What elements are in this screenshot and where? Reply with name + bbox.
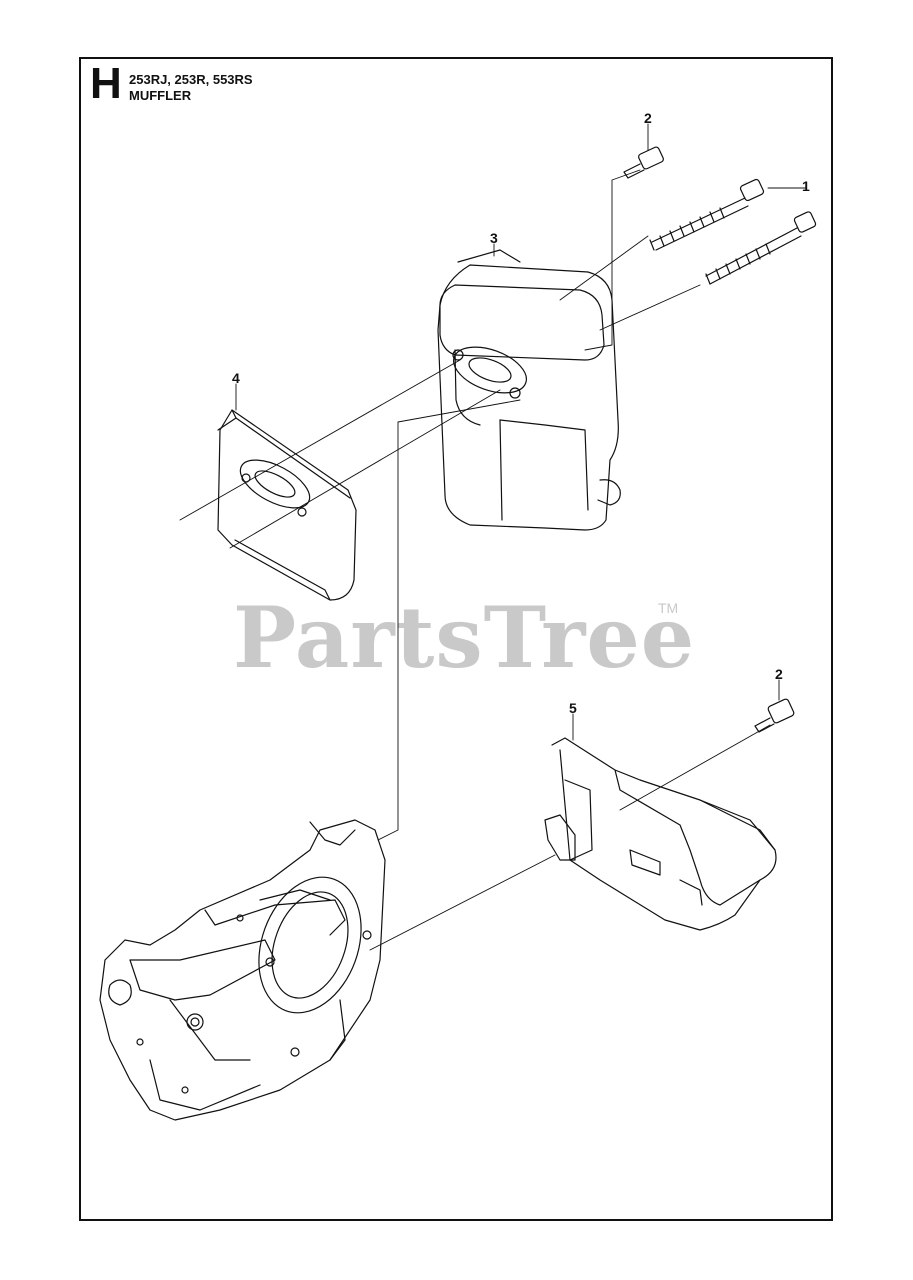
diagram-frame	[79, 57, 833, 1221]
section-letter: H	[90, 59, 122, 108]
watermark: PartsTree	[233, 588, 696, 687]
crankcase	[99, 819, 386, 1121]
screw-shield	[754, 698, 795, 733]
gasket-plate	[217, 409, 357, 601]
bolt-long-1	[649, 178, 765, 251]
bolt-long-2	[705, 211, 817, 285]
muffler-body	[437, 249, 621, 531]
heat-shield	[544, 737, 777, 931]
diagram-title: MUFFLER	[129, 88, 192, 103]
screw-top	[623, 146, 664, 179]
callout-2-shield[interactable]: 2	[775, 666, 783, 682]
callout-5[interactable]: 5	[569, 700, 577, 716]
callout-2-top[interactable]: 2	[644, 110, 652, 126]
model-list: 253RJ, 253R, 553RS	[129, 72, 253, 87]
watermark-trademark: TM	[658, 600, 679, 616]
leader-lines	[179, 123, 807, 951]
callout-4[interactable]: 4	[232, 370, 240, 386]
callout-1[interactable]: 1	[802, 178, 810, 194]
callout-3[interactable]: 3	[490, 230, 498, 246]
